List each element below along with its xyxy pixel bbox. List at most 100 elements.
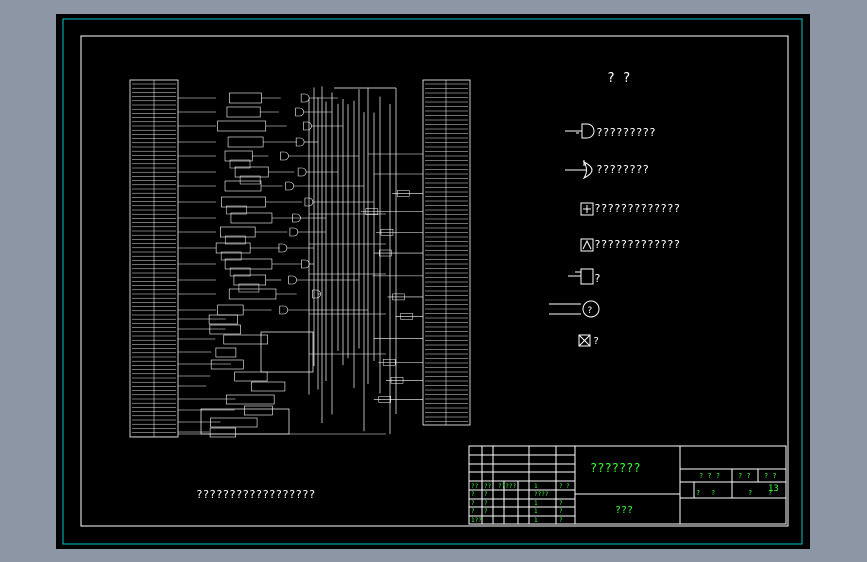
outer-border (62, 18, 803, 545)
schematic-sheet: ? ? ????????? ???????? ????????????? (62, 18, 803, 545)
logic-block (230, 212, 273, 224)
logic-block (233, 274, 266, 286)
gate (280, 151, 289, 161)
logic-block (400, 313, 413, 320)
legend-text-4: ????????????? (594, 238, 680, 251)
drawing-name: ??????? (590, 461, 641, 475)
logic-block (378, 396, 392, 403)
logic-block (390, 377, 404, 384)
logic-block (209, 324, 241, 335)
title-block-cell: ?? (471, 483, 479, 490)
logic-block (225, 394, 275, 405)
title-block (468, 445, 787, 525)
legend-text-1: ????????? (596, 126, 656, 139)
logic-block (251, 381, 286, 392)
logic-block (215, 347, 237, 358)
or-gate-icon (565, 160, 593, 180)
gate (292, 213, 301, 223)
title-block-cell: ? (471, 491, 475, 498)
logic-block (217, 120, 267, 132)
title-block-cell: ? (484, 491, 488, 498)
logic-block (210, 359, 244, 370)
legend-title: ? ? (607, 71, 630, 86)
company-name: ??? (615, 505, 633, 516)
gate (288, 275, 297, 285)
logic-block (224, 258, 273, 270)
top-right-2: ? ? (738, 472, 751, 480)
right-terminal-strip (422, 79, 471, 426)
title-block-cell: 1 (534, 508, 538, 515)
top-right-3: ? ? (764, 472, 777, 480)
gate (304, 197, 314, 207)
logic-block (215, 242, 251, 254)
logic-block (220, 226, 256, 238)
gate (278, 243, 288, 253)
logic-block (227, 136, 264, 148)
logic-block (234, 166, 269, 178)
logic-block (208, 314, 238, 325)
logic-block (217, 304, 244, 316)
gate (285, 181, 295, 191)
logic-block (380, 228, 394, 236)
legend: ? ? ????????? ???????? ????????????? (549, 71, 680, 347)
and-gate-icon (565, 123, 595, 139)
circle-icon (549, 300, 600, 318)
logic-block (234, 371, 268, 382)
logic-block (226, 205, 247, 215)
inner-frame (80, 35, 789, 527)
logic-block (200, 408, 290, 435)
logic-block (224, 180, 262, 192)
logic-block (260, 331, 314, 373)
gate (300, 93, 310, 103)
title-block-rows: ?????????1??????????1???1?1??1? (471, 483, 570, 524)
logic-block (229, 267, 251, 277)
title-block-cell: ? (484, 508, 488, 515)
drawing-caption: ?????????????????? (196, 488, 315, 501)
logic-block (220, 251, 242, 261)
title-block-cell: ? (484, 500, 488, 507)
logic-block (224, 150, 253, 162)
logic-block (382, 359, 396, 366)
top-right-1: ? ? ? (699, 472, 720, 480)
logic-block (365, 208, 379, 215)
legend-text-2: ???????? (596, 163, 649, 176)
right-row2-2: ? (711, 489, 715, 497)
title-block-cell: ????? (498, 483, 516, 490)
logic-block (225, 235, 246, 245)
title-block-cell: 1 (534, 483, 538, 490)
gate (295, 137, 305, 147)
title-block-cell: ? (566, 483, 570, 490)
gate (312, 289, 321, 299)
logic-block (229, 92, 262, 104)
title-block-cell: ???? (534, 491, 549, 498)
logic-diagram (129, 79, 471, 438)
legend-text-7: ? (593, 336, 599, 347)
logic-block (229, 159, 251, 169)
gate (279, 305, 289, 315)
sheet-number: 13 (768, 484, 779, 494)
logic-block (228, 288, 277, 300)
legend-text-5: ? (594, 272, 601, 285)
gate (301, 259, 310, 269)
logic-block (223, 334, 268, 345)
input-box-icon (568, 268, 594, 285)
drawing-canvas: ? ? ????????? ???????? ????????????? (56, 14, 810, 549)
title-block-cell: ? (471, 508, 475, 515)
logic-block (209, 427, 236, 438)
title-block-cell: 1?? (471, 517, 482, 524)
logic-block (221, 196, 266, 208)
right-row2-4: ? (768, 489, 772, 497)
right-row2-3: ? (748, 489, 752, 497)
logic-block (244, 405, 273, 416)
gate (303, 121, 312, 131)
logic-block (210, 417, 258, 428)
logic-block (392, 293, 405, 301)
title-block-cell: 1 (534, 500, 538, 507)
gate (295, 107, 304, 117)
gate (297, 167, 307, 177)
delay-box-icon (580, 238, 594, 252)
title-block-cell: ? (471, 500, 475, 507)
legend-text-3: ????????????? (594, 202, 680, 215)
title-block-cell: ?? (484, 483, 492, 490)
logic-block (238, 283, 260, 293)
